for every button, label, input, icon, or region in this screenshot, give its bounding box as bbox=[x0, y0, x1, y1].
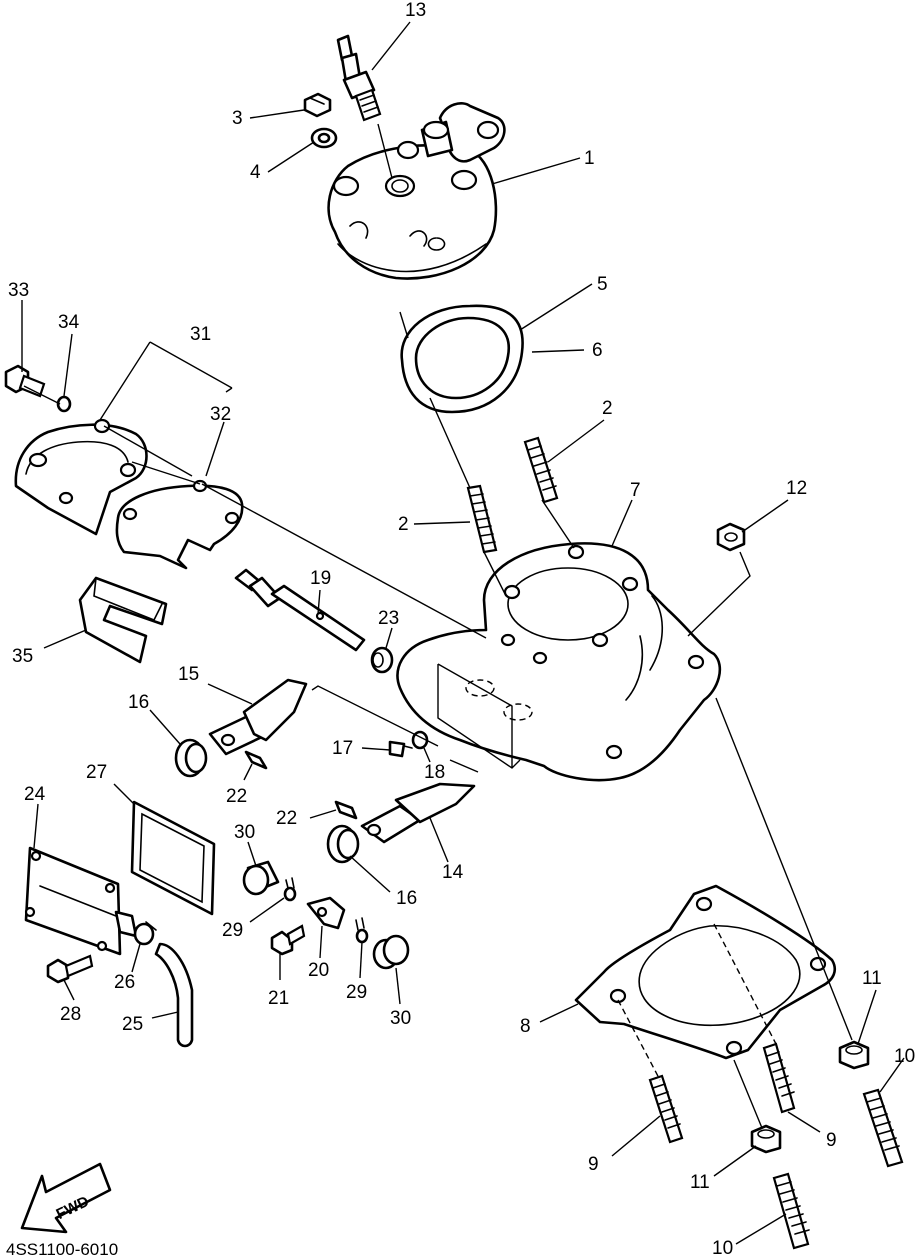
part-9-stud-left bbox=[648, 1074, 684, 1144]
callout-18: 18 bbox=[424, 762, 445, 783]
callout-5: 5 bbox=[597, 274, 608, 295]
part-3-plug bbox=[303, 92, 332, 118]
part-12-nut bbox=[716, 522, 746, 552]
callout-leaders bbox=[21, 21, 905, 1245]
callout-28: 28 bbox=[60, 1004, 81, 1025]
part-13-spark-plug bbox=[336, 34, 382, 122]
part-2-stud-right bbox=[523, 436, 559, 504]
callout-9-left: 9 bbox=[588, 1154, 599, 1175]
callout-23: 23 bbox=[378, 608, 399, 629]
callout-34: 34 bbox=[58, 312, 80, 333]
callout-19: 19 bbox=[310, 568, 331, 589]
part-10-stud-bottom bbox=[772, 1172, 810, 1250]
part-35-seal bbox=[78, 576, 168, 664]
part-28-bolt bbox=[46, 954, 94, 984]
part-15-exhaust-valve bbox=[208, 678, 308, 756]
callout-1: 1 bbox=[584, 148, 595, 169]
callout-30-right: 30 bbox=[390, 1008, 411, 1029]
part-9-stud-right bbox=[762, 1042, 796, 1114]
callout-9-right: 9 bbox=[826, 1130, 837, 1151]
fwd-arrow-icon: FWD bbox=[20, 1162, 112, 1234]
part-23-bushing bbox=[370, 646, 394, 674]
callout-12: 12 bbox=[786, 478, 807, 499]
callout-15: 15 bbox=[178, 664, 199, 685]
callout-7: 7 bbox=[630, 480, 641, 501]
part-32-gasket bbox=[115, 479, 244, 570]
part-4-washer bbox=[310, 127, 338, 149]
callout-2-right: 2 bbox=[602, 398, 613, 419]
part-29-pin-right bbox=[355, 917, 369, 944]
callout-31: 31 bbox=[190, 324, 211, 345]
part-30-collar-right bbox=[372, 934, 410, 970]
callout-3: 3 bbox=[232, 108, 243, 129]
callout-4: 4 bbox=[250, 162, 261, 183]
part-16-cap-left bbox=[174, 738, 208, 778]
part-29-pin-left bbox=[283, 877, 297, 902]
part-27-gasket bbox=[130, 800, 216, 916]
part-2-stud-left bbox=[466, 484, 498, 554]
callout-16-right: 16 bbox=[396, 888, 417, 909]
callout-21: 21 bbox=[268, 988, 289, 1009]
callout-30-left: 30 bbox=[234, 822, 255, 843]
part-19-shaft bbox=[234, 568, 366, 652]
part-1-cylinder-head bbox=[327, 102, 506, 280]
part-34-washer bbox=[56, 395, 72, 413]
catalog-code: 4SS1100-6010 bbox=[6, 1240, 118, 1257]
callout-27: 27 bbox=[86, 762, 107, 783]
part-16-cap-right bbox=[326, 824, 360, 864]
callout-2-left: 2 bbox=[398, 514, 409, 535]
part-7-cylinder bbox=[396, 542, 722, 782]
callout-labels: 13 3 4 1 5 6 2 2 7 12 33 34 31 32 35 19 … bbox=[6, 0, 915, 1257]
callout-10-right: 10 bbox=[894, 1046, 915, 1067]
part-31-cover-gasket bbox=[14, 418, 148, 536]
callout-22-right: 22 bbox=[276, 808, 297, 829]
callout-10-bottom: 10 bbox=[712, 1238, 733, 1257]
callout-14: 14 bbox=[442, 862, 464, 883]
callout-11-bottom: 11 bbox=[690, 1172, 710, 1193]
part-5-6-head-gasket bbox=[400, 304, 524, 414]
callout-24: 24 bbox=[24, 784, 46, 805]
part-17-screw bbox=[388, 740, 413, 758]
part-24-cover-plate bbox=[24, 846, 138, 956]
callout-25: 25 bbox=[122, 1014, 143, 1035]
part-25-hose bbox=[154, 942, 194, 1048]
part-33-bolt bbox=[4, 364, 46, 398]
part-22-pin-left bbox=[244, 750, 268, 770]
callout-29-left: 29 bbox=[222, 920, 243, 941]
callout-29-right: 29 bbox=[346, 982, 367, 1003]
callout-17: 17 bbox=[332, 738, 353, 759]
part-11-nut-right bbox=[838, 1040, 870, 1070]
part-21-bolt bbox=[270, 924, 306, 956]
callout-11-right: 11 bbox=[862, 968, 882, 989]
callout-20: 20 bbox=[308, 960, 329, 981]
part-11-nut-bottom bbox=[750, 1124, 782, 1154]
callout-35: 35 bbox=[12, 646, 33, 667]
callout-6: 6 bbox=[592, 340, 603, 361]
part-14-exhaust-valve bbox=[360, 782, 476, 844]
assembly-lines bbox=[23, 123, 853, 1129]
part-10-stud-right bbox=[862, 1088, 904, 1168]
callout-26: 26 bbox=[114, 972, 135, 993]
part-26-clamp bbox=[133, 921, 157, 946]
callout-13: 13 bbox=[405, 0, 426, 21]
part-22-pin-right bbox=[334, 800, 358, 820]
callout-16-left: 16 bbox=[128, 692, 149, 713]
part-20-lever bbox=[306, 896, 346, 930]
callout-22-left: 22 bbox=[226, 786, 247, 807]
part-8-base-gasket bbox=[574, 884, 836, 1060]
part-30-collar-left bbox=[242, 860, 280, 896]
callout-8: 8 bbox=[520, 1016, 531, 1037]
callout-33: 33 bbox=[8, 280, 29, 301]
callout-32: 32 bbox=[210, 404, 231, 425]
